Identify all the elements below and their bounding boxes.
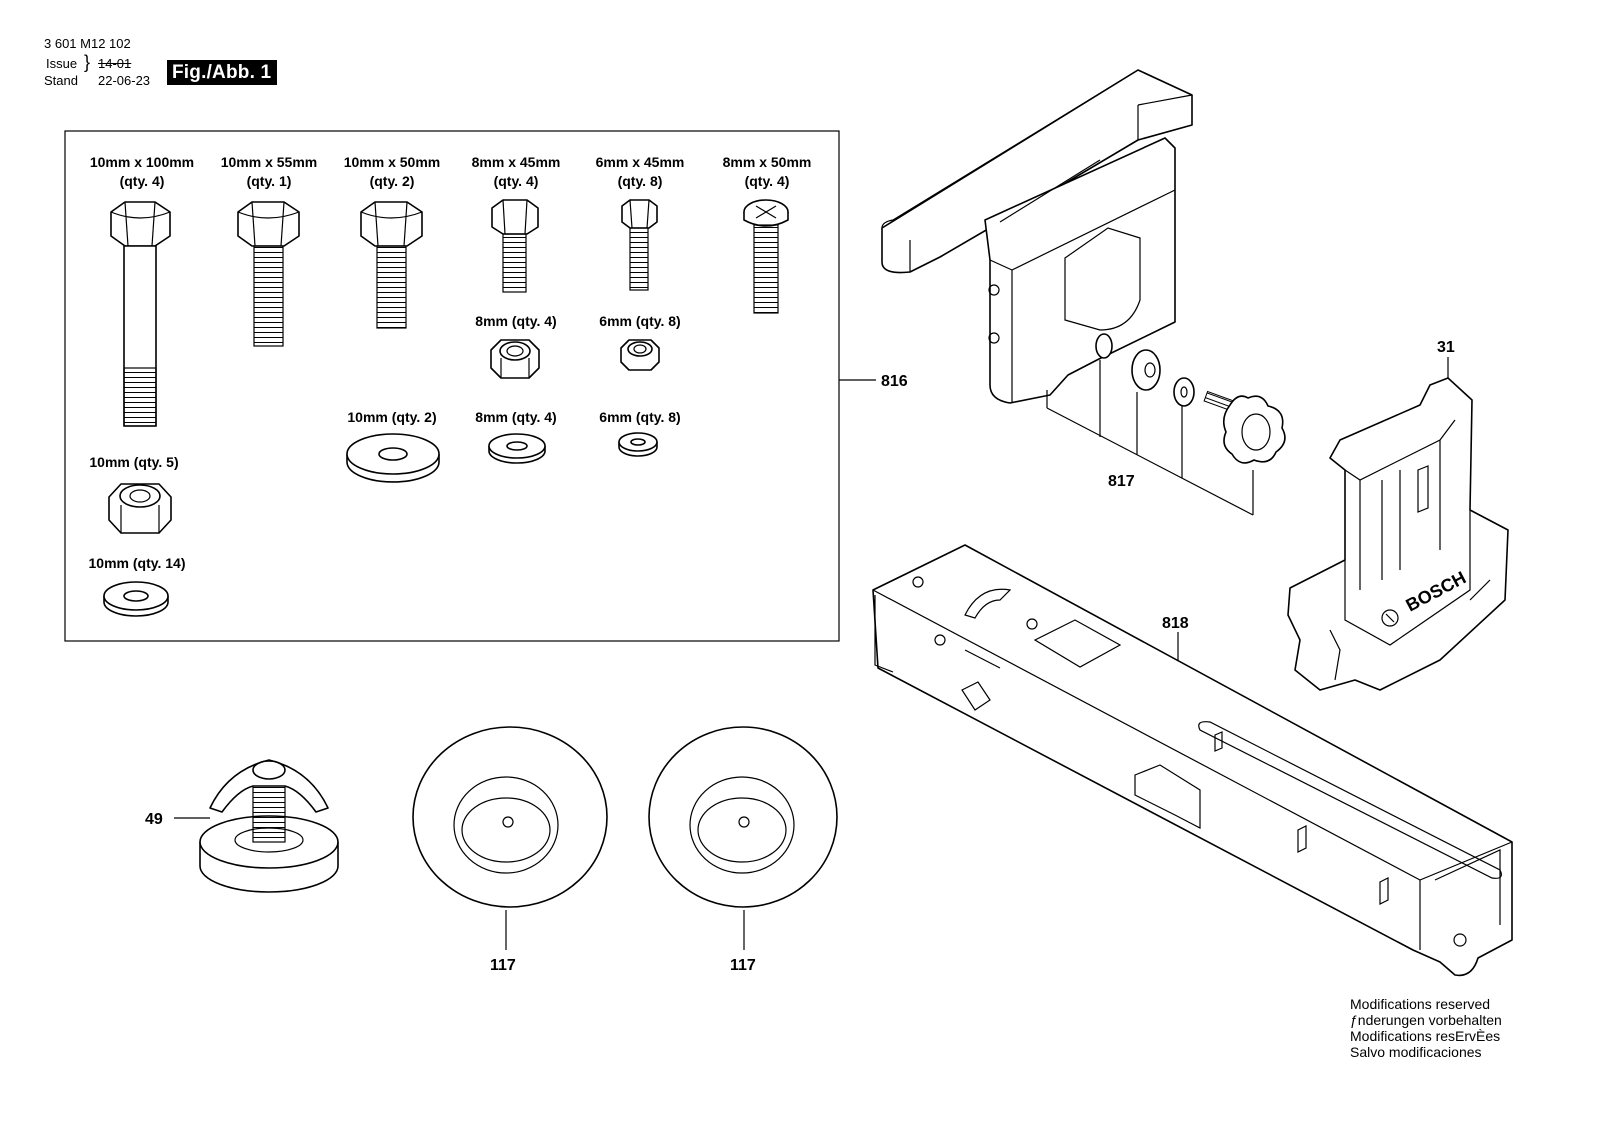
lock-nut-8mm-icon [490,339,540,379]
bolt-qty-label: (qty. 4) [745,173,790,189]
bolt-qty-label: (qty. 2) [370,173,415,189]
note-line: Modifications resErvÈes [1350,1028,1501,1044]
part-number: 3 601 M12 102 [44,36,131,51]
bolt-size-label: 8mm x 50mm [723,154,812,170]
note-line: ƒnderungen vorbehalten [1350,1012,1502,1028]
note-line: Salvo modificaciones [1350,1044,1482,1060]
bolt-qty-label: (qty. 4) [120,173,165,189]
note-line: Modifications reserved [1350,996,1491,1012]
base-rail-icon [872,544,1513,977]
washer-label: 10mm (qty. 14) [89,555,186,571]
bolt-size-label: 10mm x 50mm [344,154,441,170]
modification-notes: Modifications reserved ƒnderungen vorbeh… [1350,996,1502,1060]
callout-117: 117 [730,957,756,974]
callout-117: 117 [490,957,516,974]
hex-bolt-10x55-icon [237,201,300,347]
callout-49: 49 [145,811,163,828]
callout-31: 31 [1437,339,1455,356]
leveling-foot-icon [199,759,339,893]
fence-bracket-icon [881,69,1193,404]
clamp-bracket-icon [1287,377,1509,691]
washer-10mm-icon [103,581,169,617]
hex-bolt-8x45-icon [491,199,539,293]
callout-817: 817 [1108,473,1135,490]
nut-label: 6mm (qty. 8) [599,313,680,329]
hex-bolt-6x45-icon [621,199,658,291]
bolt-size-label: 10mm x 55mm [221,154,318,170]
callout-816: 816 [881,373,908,390]
washer-label: 6mm (qty. 8) [599,409,680,425]
figure-label: Fig./Abb. 1 [167,60,278,85]
brace-icon: } [84,52,91,72]
washer-label: 10mm (qty. 2) [347,409,436,425]
nut-label: 8mm (qty. 4) [475,313,556,329]
washer-label: 8mm (qty. 4) [475,409,556,425]
issue-value: 14-01 [98,56,132,71]
hex-bolt-10x100-icon [110,201,171,427]
lock-nut-10mm-icon [108,483,172,534]
wheel-left-icon [412,726,608,950]
washer-10mm-large-icon [346,433,440,483]
hex-bolt-10x50-icon [360,201,423,329]
washer-8mm-icon [488,433,546,464]
stand-label: Stand [44,73,78,88]
bolt-size-label: 10mm x 100mm [90,154,194,170]
bolt-size-label: 8mm x 45mm [472,154,561,170]
hardware-box [64,130,840,642]
nut-label: 10mm (qty. 5) [89,454,178,470]
callout-818: 818 [1162,615,1189,632]
bolt-qty-label: (qty. 1) [247,173,292,189]
washer-6mm-icon [618,432,658,457]
wheel-right-icon [648,726,838,950]
phillips-screw-8x50-icon [743,199,789,314]
bolt-qty-label: (qty. 8) [618,173,663,189]
bolt-size-label: 6mm x 45mm [596,154,685,170]
lock-nut-6mm-icon [620,339,660,371]
issue-label: Issue [46,56,78,71]
knob-assembly-icon [1046,333,1286,516]
stand-value: 22-06-23 [98,73,151,88]
document-header: 3 601 M12 102 Issue Stand } 14-01 22-06-… [44,36,304,96]
bolt-qty-label: (qty. 4) [494,173,539,189]
